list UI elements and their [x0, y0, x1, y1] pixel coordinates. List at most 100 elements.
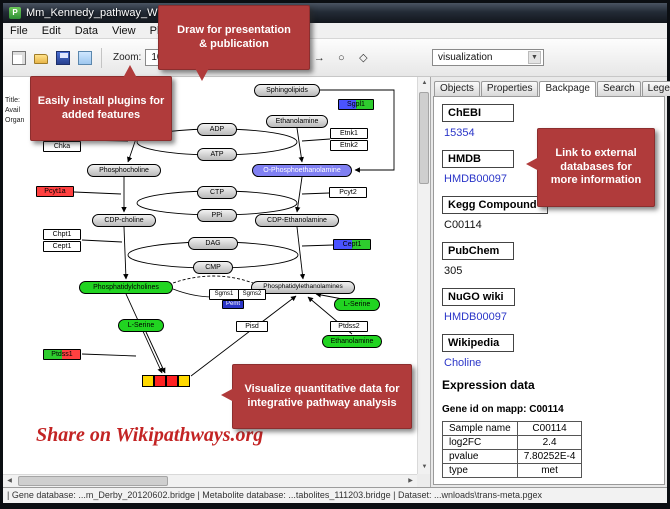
pathway-node-o-phosphoethanolamine[interactable]: O-Phosphoethanolamine — [252, 163, 352, 177]
pathway-node-l-serine[interactable]: L-Serine — [334, 297, 380, 311]
open-file-icon — [34, 54, 48, 64]
pathway-node-adp[interactable]: ADP — [197, 122, 237, 136]
backpage-link[interactable]: Choline — [444, 357, 482, 369]
backpage-link[interactable]: HMDB00097 — [444, 311, 507, 323]
pathway-node-sgms1[interactable]: Sgms1 — [209, 288, 239, 300]
horizontal-scroll-thumb[interactable] — [18, 476, 168, 486]
chevron-down-icon[interactable]: ▼ — [528, 51, 541, 64]
pathway-node-sgpl1[interactable]: Sgpl1 — [338, 98, 374, 110]
canvas-vertical-scrollbar[interactable]: ▲ ▼ — [417, 77, 430, 474]
backpage-value: C00114 — [444, 219, 482, 231]
pathway-node-phosphatidylethanolamines[interactable]: Phosphatidylethanolamines — [251, 280, 355, 294]
status-bar: | Gene database: ...m_Derby_20120602.bri… — [3, 487, 667, 503]
callout-pointer-icon — [195, 68, 209, 81]
pathvisio-app-icon: P — [9, 7, 21, 19]
tab-properties[interactable]: Properties — [480, 81, 539, 96]
pathway-node-l-serine[interactable]: L-Serine — [118, 318, 164, 332]
scroll-right-icon[interactable]: ▶ — [408, 478, 413, 484]
pathway-node-cept1[interactable]: Cept1 — [43, 240, 81, 252]
menu-data[interactable]: Data — [74, 24, 98, 37]
callout-external-databases: Link to external databases for more info… — [526, 128, 655, 207]
tab-search[interactable]: Search — [596, 81, 641, 96]
menu-bar: FileEditDataViewPluginsHelp — [3, 23, 667, 39]
backpage-link[interactable]: HMDB00097 — [444, 173, 507, 185]
save-file-button[interactable] — [53, 48, 73, 68]
backpage-link[interactable]: 15354 — [444, 127, 475, 139]
expression-square — [142, 375, 154, 387]
expression-square — [166, 375, 178, 387]
scroll-up-icon[interactable]: ▲ — [421, 80, 428, 86]
pathway-node-dag[interactable]: DAG — [188, 236, 238, 250]
visualization-value: visualization — [438, 52, 493, 63]
scroll-down-icon[interactable]: ▼ — [421, 464, 428, 470]
pathway-node-ppi[interactable]: PPi — [197, 208, 237, 222]
pathway-node-chpt1[interactable]: Chpt1 — [43, 228, 81, 240]
pathway-node-sphingolipids[interactable]: Sphingolipids — [254, 83, 320, 97]
backpage-header-hmdb: HMDB — [442, 150, 514, 168]
canvas-horizontal-scrollbar[interactable]: ◀ ▶ — [3, 474, 417, 487]
menu-view[interactable]: View — [111, 24, 136, 37]
pathway-info-line: Title: — [5, 97, 20, 104]
pathway-edges — [73, 89, 395, 377]
new-file-button[interactable] — [9, 48, 29, 68]
pathway-node-phosphocholine[interactable]: Phosphocholine — [87, 163, 161, 177]
pathway-node-atp[interactable]: ATP — [197, 147, 237, 161]
pathway-node-sgms2[interactable]: Sgms2 — [238, 288, 266, 300]
backpage-value: Choline — [444, 357, 656, 369]
arrow-tool[interactable]: → — [309, 48, 329, 68]
pathway-node-cdp-choline[interactable]: CDP-choline — [92, 213, 156, 227]
expression-square — [178, 375, 190, 387]
pathway-node-pcyt2[interactable]: Pcyt2 — [329, 186, 367, 198]
scrollbar-corner — [417, 474, 430, 487]
pathway-node-expression-data[interactable] — [140, 375, 192, 388]
shape-tool[interactable]: ○ — [331, 48, 351, 68]
pathway-node-pcyt1a[interactable]: Pcyt1a — [36, 185, 74, 197]
tab-backpage[interactable]: Backpage — [539, 81, 596, 97]
table-key-cell: type — [442, 463, 518, 478]
pathway-node-etnk2[interactable]: Etnk2 — [330, 139, 368, 151]
expression-square — [154, 375, 166, 387]
menu-file[interactable]: File — [10, 24, 28, 37]
pathway-node-cept1[interactable]: Cept1 — [333, 238, 371, 250]
toolbar-separator — [101, 47, 102, 68]
pathway-node-ctp[interactable]: CTP — [197, 185, 237, 199]
tab-legend[interactable]: Legend — [641, 81, 670, 96]
menu-edit[interactable]: Edit — [41, 24, 61, 37]
status-text: | Gene database: ...m_Derby_20120602.bri… — [7, 490, 543, 500]
vertical-scroll-thumb[interactable] — [419, 92, 429, 184]
pathway-node-etnk1[interactable]: Etnk1 — [330, 127, 368, 139]
scroll-left-icon[interactable]: ◀ — [7, 478, 12, 484]
open-file-button[interactable] — [31, 48, 51, 68]
pathway-node-ethanolamine[interactable]: Ethanolamine — [322, 334, 382, 348]
callout-draw-presentation: Draw for presentation & publication — [158, 5, 310, 81]
pathway-node-cdp-ethanolamine[interactable]: CDP-Ethanolamine — [255, 213, 339, 227]
backpage-header-pubchem: PubChem — [442, 242, 514, 260]
title-bar[interactable]: P Mm_Kennedy_pathway_WP1771_45176.gpml — [3, 3, 667, 23]
pathway-node-pemt[interactable]: Pemt — [222, 299, 244, 309]
table-key-cell: pvalue — [442, 449, 518, 464]
pathway-node-ptdss2[interactable]: Ptdss2 — [330, 320, 368, 332]
pathway-info-line: Organ — [5, 117, 25, 124]
visualization-select[interactable]: visualization ▼ — [432, 49, 544, 66]
export-image-button[interactable] — [75, 48, 95, 68]
callout-pointer-icon — [526, 156, 539, 171]
pathway-node-phosphatidylcholines[interactable]: Phosphatidylcholines — [79, 280, 173, 294]
side-panel-tabs: ObjectsPropertiesBackpageSearchLegend — [431, 77, 670, 97]
pathway-node-chka[interactable]: Chka — [43, 140, 81, 152]
table-value-cell: met — [516, 463, 583, 478]
gene-id-line: Gene id on mapp: C00114 — [442, 404, 564, 415]
pathway-node-pisd[interactable]: Pisd — [236, 320, 268, 332]
pathway-node-ptdss1[interactable]: Ptdss1 — [43, 348, 81, 360]
template-tool[interactable]: ◇ — [353, 48, 373, 68]
pathway-node-ethanolamine[interactable]: Ethanolamine — [266, 114, 328, 128]
toolbar: Zoom: 100% ▼ ↖A▭╱→○◇ visualization ▼ — [3, 39, 667, 77]
pathway-node-cmp[interactable]: CMP — [193, 260, 233, 274]
tab-objects[interactable]: Objects — [434, 81, 480, 96]
